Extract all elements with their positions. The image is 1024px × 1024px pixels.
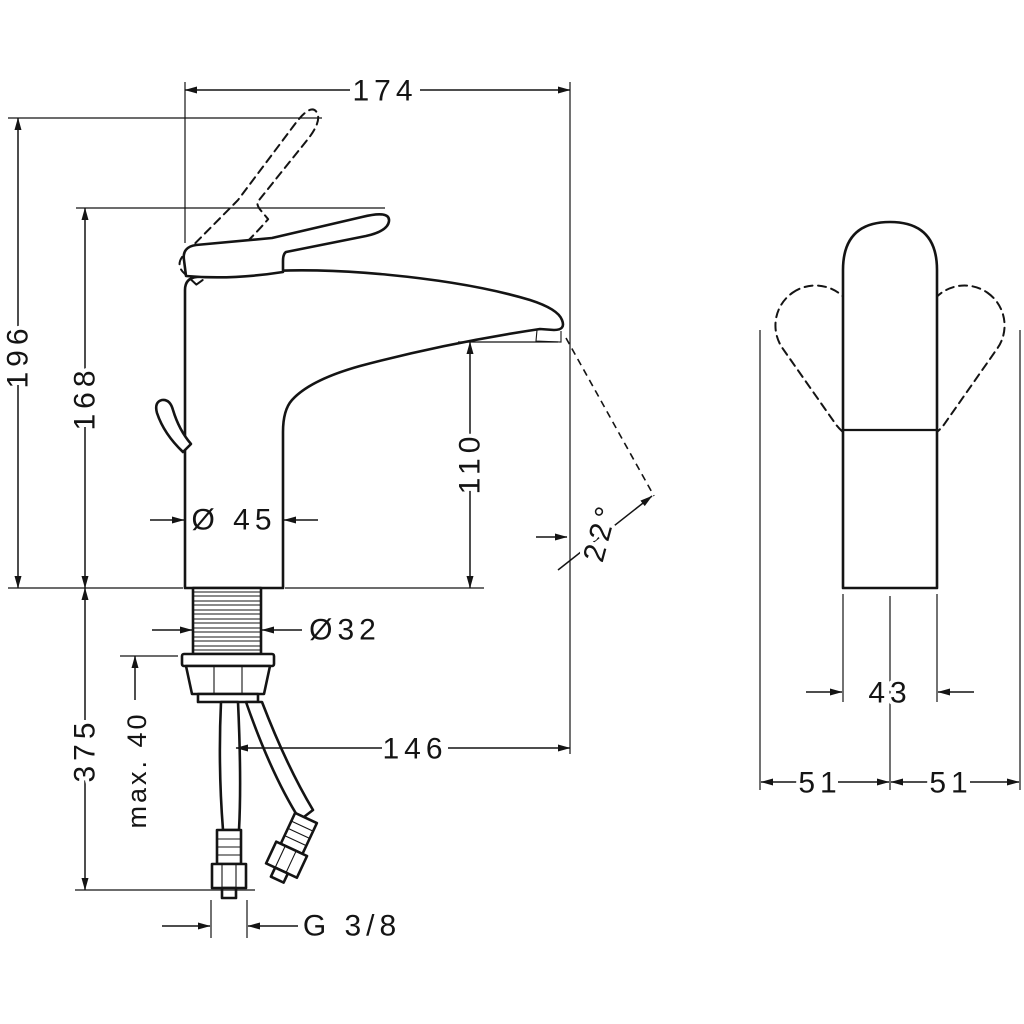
shank-threads	[194, 591, 260, 651]
dim-label-body-diameter: Ø 45	[191, 504, 276, 537]
supply-hose-straight	[218, 700, 242, 832]
front-view	[154, 108, 655, 900]
side-body-outline	[841, 220, 939, 590]
extension-lines	[8, 82, 571, 938]
front-view-dimensions: 174 196 168 110 Ø 45	[0, 71, 653, 947]
dim-label-spout-reach: 146	[382, 733, 447, 766]
dimension-handle-height: 168	[65, 207, 106, 589]
dim-label-hose-connection-thread: G 3/8	[303, 910, 401, 943]
dim-label-outlet-height: 110	[454, 432, 487, 495]
dimension-handle-swing-right: 51	[890, 763, 1020, 804]
hose-tip-straight	[220, 886, 238, 900]
dimension-below-deck-depth: 375	[65, 587, 106, 891]
dimension-max-mounting-thickness: max. 40	[118, 655, 156, 833]
hose-nut-straight	[210, 862, 248, 890]
side-view	[774, 220, 1006, 590]
dimension-spout-reach: 146	[235, 729, 571, 770]
hose-nut-angled-facets	[274, 845, 297, 873]
supply-hose-angled	[244, 700, 315, 822]
dim-label-handle-height: 168	[69, 365, 102, 430]
pop-up-rod	[154, 398, 193, 454]
dim-label-overall-width: 174	[352, 75, 417, 108]
side-extension-lines	[759, 330, 1021, 790]
dim-label-below-deck-depth: 375	[69, 717, 102, 782]
hose-crimp-ridges	[218, 838, 240, 856]
hose-connector-angled	[264, 811, 319, 884]
dim-label-handle-swing-right: 51	[929, 767, 972, 800]
handle-raised-dashed	[178, 108, 320, 286]
mounting-flange	[180, 652, 276, 668]
hose-nut-facets	[221, 864, 237, 888]
mounting-nut	[184, 664, 272, 696]
hose-crimp-angled-ridges	[285, 821, 313, 846]
dim-label-body-depth: 43	[868, 677, 911, 710]
dimension-overall-width: 174	[184, 71, 571, 112]
dimension-handle-swing-left: 51	[760, 763, 890, 804]
hose-tip-angled	[269, 866, 290, 884]
dimension-shank-diameter: Ø32	[152, 610, 381, 651]
dimension-overall-height: 196	[0, 117, 39, 589]
dimension-body-diameter: Ø 45	[150, 500, 318, 541]
aerator-outlet	[535, 329, 562, 343]
threaded-shank	[191, 586, 263, 656]
dimension-hose-connection-thread: G 3/8	[162, 906, 401, 947]
handle-lever	[182, 212, 391, 279]
side-view-dimensions: 43 51 51	[759, 330, 1021, 804]
dimension-body-depth: 43	[806, 673, 974, 714]
dim-label-handle-swing-left: 51	[798, 767, 841, 800]
water-stream-dashed	[565, 337, 655, 497]
dimension-outlet-height: 110	[450, 341, 491, 589]
dimension-stream-angle: 22°	[536, 495, 653, 571]
mounting-nut-facets	[213, 666, 243, 694]
dim-label-overall-height: 196	[2, 323, 35, 388]
dim-label-stream-angle: 22°	[577, 499, 625, 566]
faucet-body-outline	[183, 269, 565, 590]
dim-label-shank-diameter: Ø32	[309, 614, 381, 647]
dim-label-max-mounting-thickness: max. 40	[122, 711, 152, 828]
